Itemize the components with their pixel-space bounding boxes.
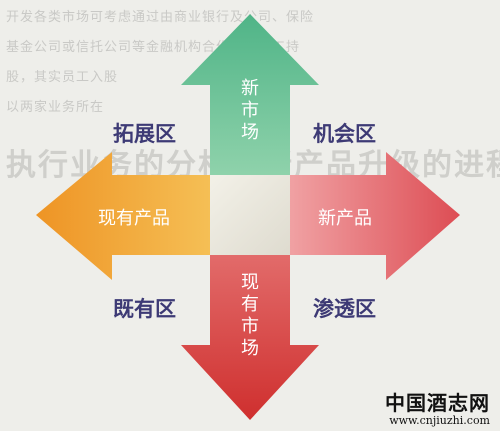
bg-text-line: 开发各类市场可考虑通过由商业银行及公司、保险: [6, 10, 315, 25]
bg-text-line: 以两家业务所在: [6, 100, 105, 115]
right-arrow-label: 新产品: [318, 208, 372, 229]
watermark-name: 中国酒志网: [385, 391, 490, 415]
left-arrow: [36, 152, 210, 280]
up-arrow: [181, 14, 319, 175]
down-arrow: [181, 255, 319, 420]
watermark: 中国酒志网 www.cnjiuzhi.com: [385, 391, 490, 427]
down-arrow-label: 现有市场: [241, 272, 259, 359]
quadrant-label-top-left: 拓展区: [113, 122, 176, 146]
right-arrow: [290, 152, 460, 280]
quadrant-label-bottom-right: 渗透区: [313, 297, 376, 321]
quadrant-label-top-right: 机会区: [313, 122, 376, 146]
quadrant-label-bottom-left: 既有区: [113, 297, 176, 321]
watermark-url: www.cnjiuzhi.com: [389, 414, 490, 427]
left-arrow-label: 现有产品: [98, 208, 170, 229]
bg-text-line: 股，其实员工入股: [6, 70, 119, 85]
up-arrow-label: 新市场: [241, 78, 259, 143]
center-square: [210, 175, 290, 255]
